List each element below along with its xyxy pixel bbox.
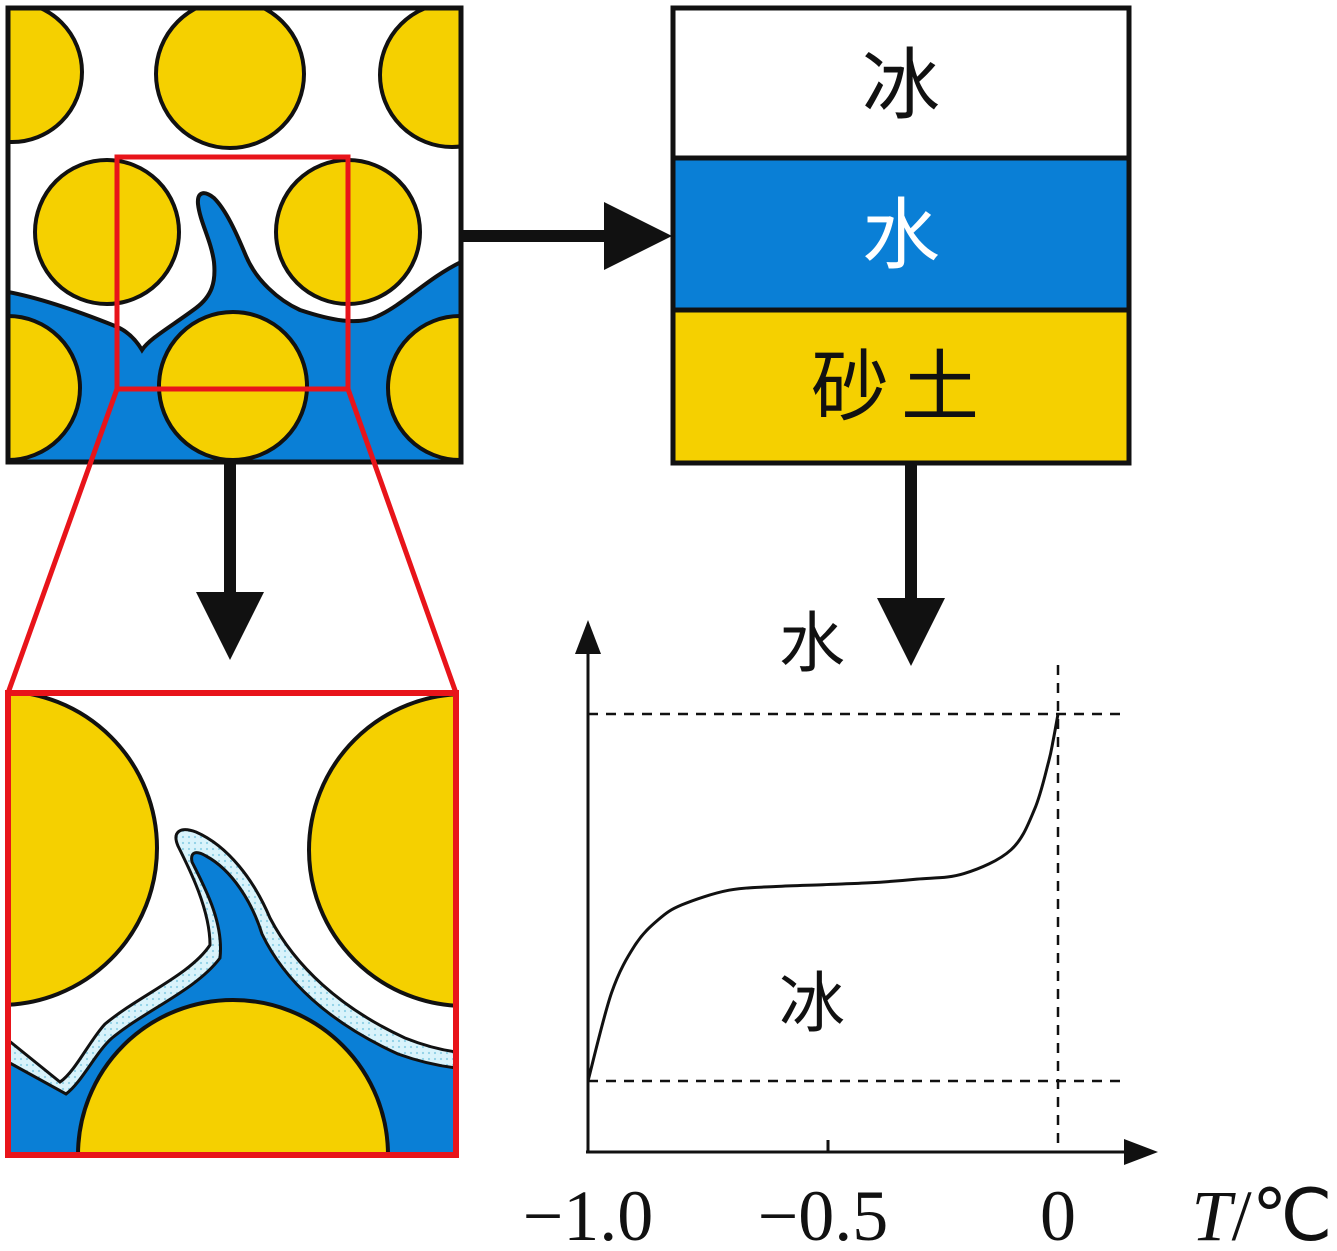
sand-grain [8, 314, 82, 462]
water-layer-label: 水 [862, 191, 940, 281]
sand-grain [8, 8, 84, 144]
sand-layer [670, 307, 1132, 466]
ice-region-label: 冰 [779, 965, 845, 1042]
zoom-connectors [5, 388, 459, 694]
water-layer [670, 155, 1132, 313]
x-axis-variable: T [1192, 1176, 1237, 1251]
x-tick-label: −0.5 [758, 1176, 889, 1251]
sand-grain [307, 693, 456, 1008]
sand-grain [154, 8, 306, 150]
sand-grains [8, 8, 461, 462]
soil-pore-panel [5, 5, 464, 465]
freezing-curve [586, 713, 1060, 1082]
arrow-down-right [877, 463, 945, 666]
sand-grain [33, 158, 181, 306]
sand-layer-label: 砂土 [811, 343, 991, 433]
x-axis-arrowhead [1124, 1139, 1158, 1165]
arrow-right [463, 202, 672, 270]
y-axis-arrowhead [575, 620, 601, 654]
zoom-selection-box [114, 154, 351, 392]
ice-layer [670, 5, 1132, 161]
sand-grain [76, 998, 390, 1155]
x-axis-label: T/℃ [1192, 1176, 1333, 1251]
zoomed-pore-panel [5, 690, 459, 1158]
x-tick-labels: −1.0 −0.5 0 [523, 1176, 1076, 1251]
sand-grain [157, 310, 309, 462]
sand-grain [8, 693, 159, 1007]
x-tick-label: 0 [1040, 1176, 1076, 1251]
x-axis-unit: /℃ [1232, 1176, 1333, 1251]
freezing-curve-chart: 水 冰 −1.0 −0.5 0 T/℃ [523, 605, 1333, 1251]
x-tick-label: −1.0 [523, 1176, 654, 1251]
arrow-down-left [196, 462, 264, 660]
sand-grain [378, 8, 461, 149]
ice-layer-label: 冰 [862, 41, 940, 131]
water-label: 水 [779, 605, 845, 682]
layered-model: 冰 水 砂土 [670, 5, 1132, 466]
arrows [196, 202, 945, 666]
